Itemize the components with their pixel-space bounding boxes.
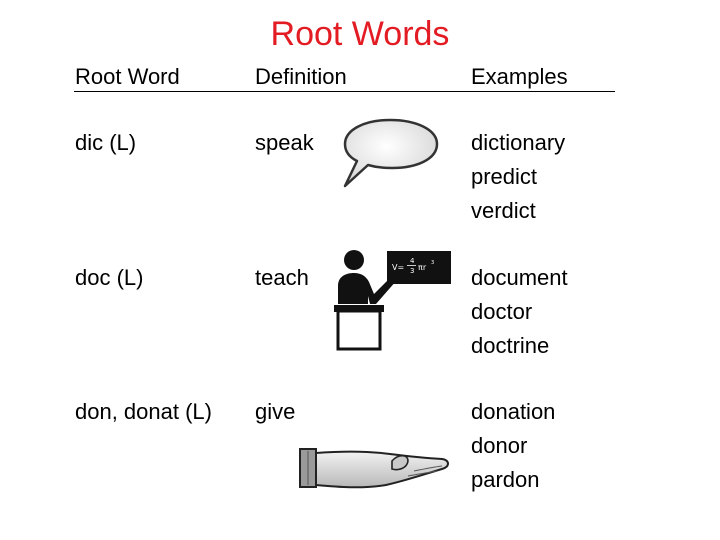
example-item: doctrine <box>471 333 550 358</box>
example-item: predict <box>471 164 538 189</box>
teacher-at-board-icon: V= 4 3 πr 3 <box>334 250 451 351</box>
definition-give: give <box>255 399 296 424</box>
example-item: dictionary <box>471 130 566 155</box>
example-item: donor <box>471 433 528 458</box>
formula-numerator: 4 <box>410 257 415 265</box>
examples-dic: dictionary predict verdict <box>471 126 565 228</box>
header-definition: Definition <box>255 64 347 89</box>
example-item: verdict <box>471 198 536 223</box>
formula-rhs: πr <box>418 263 427 272</box>
speech-bubble-icon <box>343 118 439 188</box>
definition-teach: teach <box>255 265 309 290</box>
root-dic: dic (L) <box>75 130 137 155</box>
examples-don: donation donor pardon <box>471 395 555 497</box>
formula-exponent: 3 <box>431 260 434 266</box>
formula-denominator: 3 <box>410 267 414 275</box>
root-don: don, donat (L) <box>75 399 212 424</box>
open-hand-icon <box>299 448 449 489</box>
header-underline <box>74 91 615 92</box>
examples-doc: document doctor doctrine <box>471 261 568 363</box>
header-root-word: Root Word <box>75 64 180 89</box>
slide-title: Root Words <box>270 15 450 53</box>
root-doc: doc (L) <box>75 265 144 290</box>
example-item: document <box>471 265 568 290</box>
example-item: donation <box>471 399 556 424</box>
example-item: doctor <box>471 299 533 324</box>
example-item: pardon <box>471 467 540 492</box>
definition-speak: speak <box>255 130 314 155</box>
formula-lhs: V= <box>392 263 404 272</box>
header-examples: Examples <box>471 64 568 89</box>
